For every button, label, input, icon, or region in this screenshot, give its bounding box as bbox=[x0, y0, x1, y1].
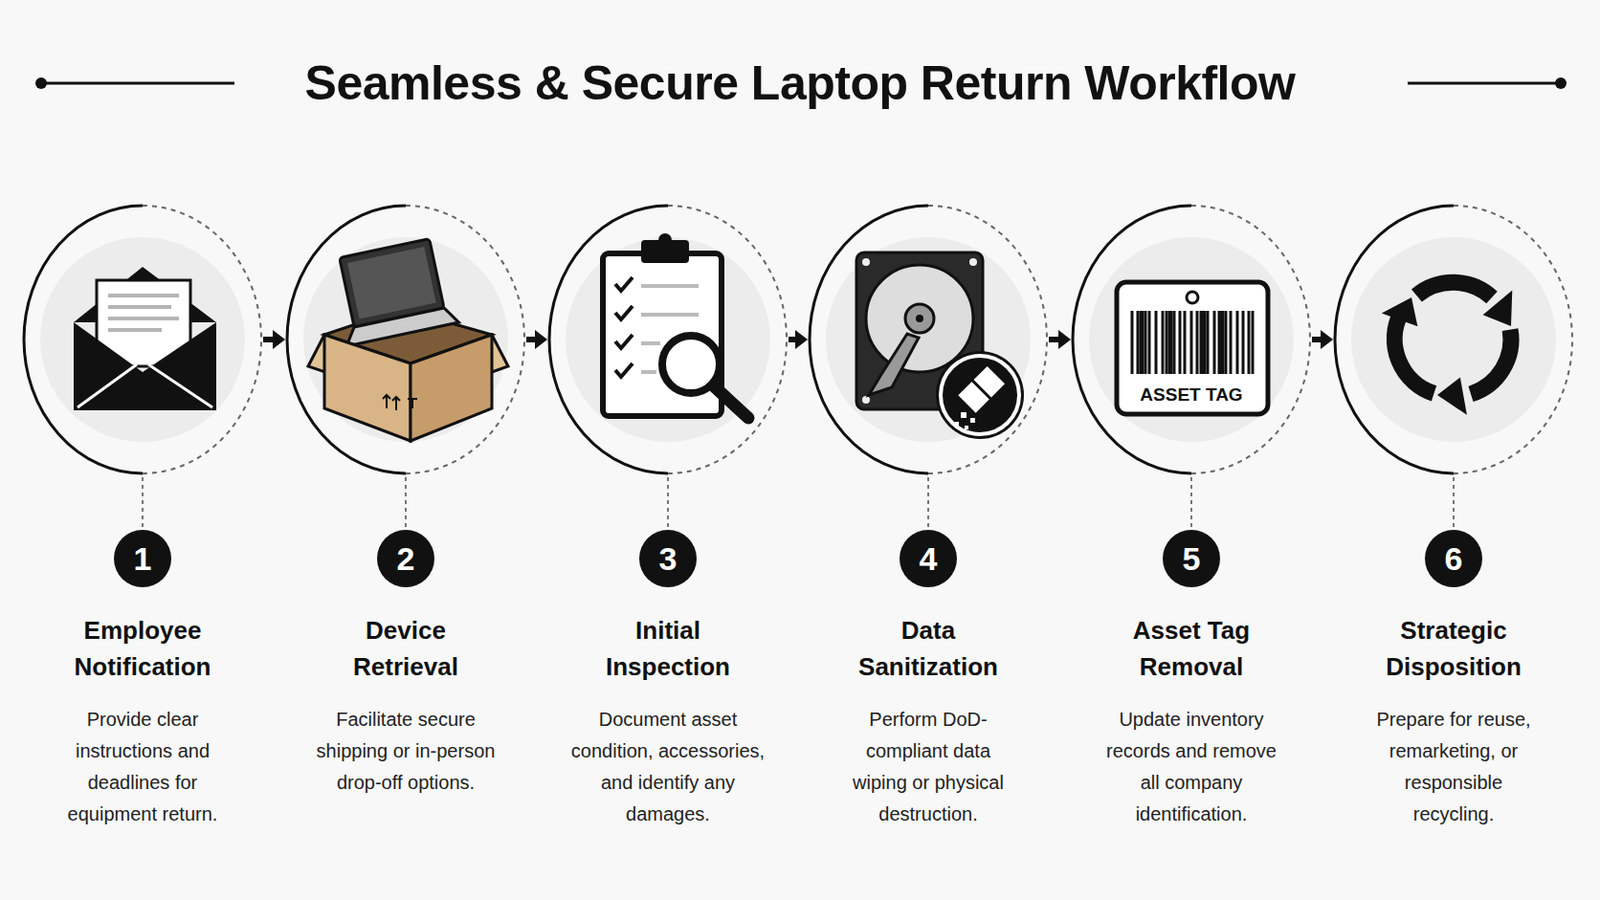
process-step: 3Initial InspectionDocument asset condit… bbox=[547, 203, 789, 476]
step-number: 3 bbox=[639, 530, 697, 588]
step-ring bbox=[807, 203, 1049, 476]
step-description: Provide clear instructions and deadlines… bbox=[51, 704, 234, 831]
diagram-title: Seamless & Secure Laptop Return Workflow bbox=[0, 53, 1600, 113]
step-heading: Employee Notification bbox=[56, 612, 229, 686]
flow-arrow bbox=[788, 330, 808, 350]
step-number: 4 bbox=[899, 530, 957, 588]
flow-arrow bbox=[1048, 330, 1071, 350]
process-step: 1Employee NotificationProvide clear inst… bbox=[22, 203, 264, 476]
flow-arrow bbox=[263, 330, 286, 350]
flow-arrow bbox=[526, 330, 548, 350]
step-description: Prepare for reuse, remarketing, or respo… bbox=[1367, 704, 1540, 831]
step-heading: Data Sanitization bbox=[842, 612, 1015, 686]
process-step: 5Asset Tag RemovalUpdate inventory recor… bbox=[1070, 203, 1312, 476]
process-step: 4Data SanitizationPerform DoD-compliant … bbox=[807, 203, 1049, 476]
step-number: 2 bbox=[377, 530, 435, 588]
step-heading: Device Retrieval bbox=[319, 612, 492, 686]
step-ring bbox=[1070, 203, 1312, 476]
step-number: 5 bbox=[1162, 530, 1221, 588]
tag-label: ASSET TAG bbox=[1114, 383, 1268, 407]
step-heading: Asset Tag Removal bbox=[1105, 612, 1278, 686]
step-description: Document asset condition, accessories, a… bbox=[560, 704, 777, 831]
step-ring bbox=[547, 203, 789, 476]
step-ring bbox=[22, 203, 264, 476]
flow-arrow bbox=[1311, 330, 1334, 350]
process-step: 6Strategic DispositionPrepare for reuse,… bbox=[1333, 203, 1575, 476]
step-number: 6 bbox=[1424, 530, 1483, 588]
step-description: Perform DoD-compliant data wiping or phy… bbox=[840, 704, 1018, 831]
process-step: 2Device RetrievalFacilitate secure shipp… bbox=[285, 203, 527, 476]
step-number: 1 bbox=[113, 530, 172, 588]
step-heading: Initial Inspection bbox=[581, 612, 755, 686]
step-description: Update inventory records and remove all … bbox=[1098, 704, 1286, 831]
step-heading: Strategic Disposition bbox=[1367, 612, 1540, 686]
step-ring bbox=[1333, 203, 1575, 476]
step-ring bbox=[285, 203, 527, 476]
step-description: Facilitate secure shipping or in-person … bbox=[303, 704, 510, 800]
